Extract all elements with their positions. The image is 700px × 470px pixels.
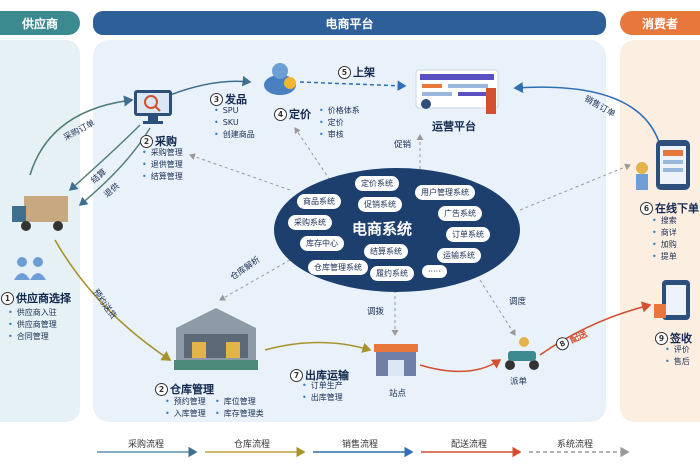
receipt-phone-icon: [654, 280, 690, 320]
list-item: 退供管理: [142, 159, 183, 171]
supplier-panel: [0, 40, 80, 422]
list-item: 提单: [652, 251, 677, 263]
list-item: 订单生产: [302, 380, 343, 392]
people-icon: [14, 257, 46, 280]
warehouse-list-2: 库位管理 库存管理类: [215, 396, 264, 420]
purchase-list: 采购管理 退供管理 结算管理: [142, 147, 183, 183]
list-item: 售后: [665, 356, 690, 368]
hub-module: 库存中心: [300, 236, 344, 251]
purchase-title: 2 采购: [140, 133, 177, 149]
pricing-list: 价格体系 定价 审核: [319, 105, 360, 141]
hub-module: 订单系统: [446, 227, 490, 242]
list-item: 加购: [652, 239, 677, 251]
pricing-title: 4 定价: [274, 106, 311, 122]
hub-module: 仓库管理系统: [308, 260, 368, 275]
hub-module: 促销系统: [358, 197, 402, 212]
list-item: 合同管理: [8, 331, 57, 343]
supplier-select-list: 供应商入驻 供应商管理 合同管理: [8, 307, 57, 343]
supplier-select-title: 1 供应商选择: [1, 290, 71, 306]
list-item: 审核: [319, 129, 360, 141]
list-item: SPU: [214, 105, 255, 117]
legend-purchase: 采购流程: [128, 440, 165, 450]
dispatch-order-label: 派单: [510, 377, 528, 387]
delivery-rider-icon: [505, 337, 539, 370]
list-item: 预约管理: [165, 396, 206, 408]
ops-dashboard-icon: [415, 69, 499, 114]
promotion-label: 促销: [394, 140, 412, 150]
money-bag-icon: [264, 63, 296, 95]
schedule-label: 调度: [509, 297, 527, 307]
hub-module: ·····: [422, 265, 447, 278]
outbound-list: 订单生产 出库管理: [302, 380, 343, 404]
shopping-phone-icon: [636, 140, 690, 190]
list-item: 采购管理: [142, 147, 183, 159]
list-item: 供应商管理: [8, 319, 57, 331]
dispatch-label: 调拨: [367, 307, 385, 317]
warehouse-title: 2 仓库管理: [155, 381, 214, 397]
station-icon: [374, 344, 418, 376]
hub-module: 结算系统: [364, 244, 408, 259]
consumer-header: 消费者: [620, 11, 700, 35]
online-order-list: 搜索 商详 加购 提单: [652, 215, 677, 263]
receipt-list: 评价 售后: [665, 344, 690, 368]
hub-module: 商品系统: [297, 194, 341, 209]
truck-icon: [12, 196, 68, 231]
listing-title: 5 上架: [338, 64, 375, 80]
list-item: 库存管理类: [215, 408, 264, 420]
warehouse-icon: [174, 308, 258, 370]
publish-list: SPU SKU 创建商品: [214, 105, 255, 141]
legend-sales: 销售流程: [342, 440, 379, 450]
monitor-icon: [134, 90, 172, 124]
online-order-title: 6 在线下单: [640, 200, 699, 216]
hub-module: 采购系统: [288, 215, 332, 230]
list-item: 库位管理: [215, 396, 264, 408]
hub-module: 用户管理系统: [415, 185, 475, 200]
list-item: 结算管理: [142, 171, 183, 183]
supplier-header: 供应商: [0, 11, 80, 35]
legend-delivery: 配送流程: [451, 440, 488, 450]
warehouse-list-1: 预约管理 入库管理: [165, 396, 206, 420]
list-item: 评价: [665, 344, 690, 356]
platform-header: 电商平台: [93, 11, 606, 35]
ops-platform-label: 运营平台: [432, 120, 476, 133]
list-item: 供应商入驻: [8, 307, 57, 319]
legend-system: 系统流程: [557, 440, 594, 450]
list-item: 出库管理: [302, 392, 343, 404]
list-item: 创建商品: [214, 129, 255, 141]
list-item: 入库管理: [165, 408, 206, 420]
list-item: 搜索: [652, 215, 677, 227]
legend-warehouse: 仓库流程: [234, 440, 271, 450]
hub-title: 电商系统: [352, 220, 413, 238]
list-item: SKU: [214, 117, 255, 129]
receipt-title: 9 签收: [655, 330, 692, 346]
hub-module: 定价系统: [355, 176, 399, 191]
station-label: 站点: [389, 389, 407, 399]
list-item: 价格体系: [319, 105, 360, 117]
list-item: 定价: [319, 117, 360, 129]
outbound-title: 7 出库运输: [290, 367, 349, 383]
hub-module: 广告系统: [438, 206, 482, 221]
list-item: 商详: [652, 227, 677, 239]
hub-module: 运输系统: [437, 248, 481, 263]
hub-module: 履约系统: [370, 266, 414, 281]
